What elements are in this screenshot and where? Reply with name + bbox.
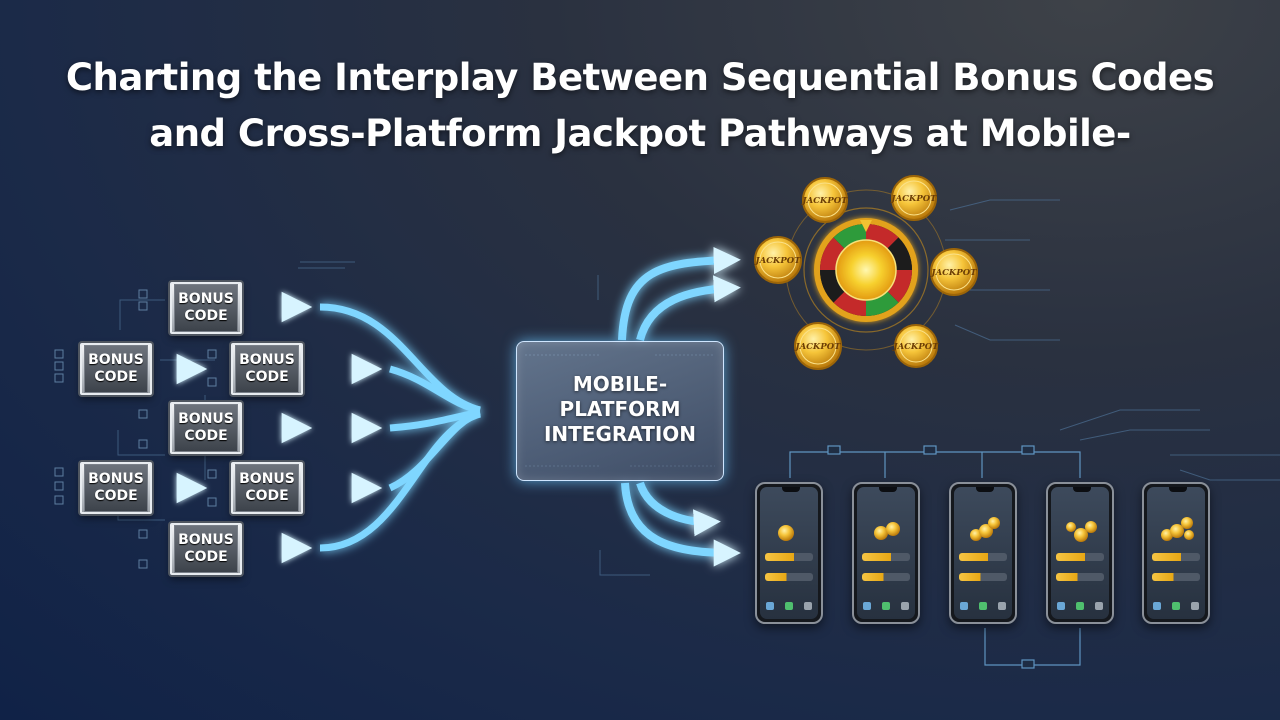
bonus-code-line1: BONUS (88, 352, 144, 368)
bonus-code-line2: CODE (184, 428, 228, 444)
flow-to-phones-1 (621, 482, 741, 567)
jackpot-coin-4: JACKPOT (930, 248, 978, 296)
coin-stack-icon (970, 517, 1000, 541)
title-line-2: and Cross-Platform Jackpot Pathways at M… (149, 112, 1131, 155)
integration-hub-label: MOBILE- PLATFORM INTEGRATION (517, 372, 723, 447)
bonus-code-line2: CODE (245, 369, 289, 385)
coin-stack-icon (1161, 517, 1194, 541)
phone-mockup (755, 482, 823, 624)
jackpot-cluster: JACKPOT JACKPOT JACKPOT JACKPOT JACKPOT … (754, 175, 978, 370)
jackpot-coin-label: JACKPOT (801, 196, 849, 206)
bonus-code-line1: BONUS (239, 352, 295, 368)
bonus-code-line1: BONUS (178, 532, 234, 548)
bonus-code-line1: BONUS (178, 291, 234, 307)
coin-stack-icon (874, 522, 900, 540)
flow-to-phones-2 (636, 481, 721, 537)
phone-mockup (1142, 482, 1210, 624)
phone-mockup (852, 482, 920, 624)
hub-line-2: PLATFORM (559, 397, 681, 421)
bonus-code-box: BONUS CODE (231, 462, 303, 514)
bonus-code-line2: CODE (94, 488, 138, 504)
title-line-1: Charting the Interplay Between Sequentia… (65, 56, 1215, 99)
jackpot-wheel (814, 218, 918, 322)
bonus-code-line1: BONUS (178, 411, 234, 427)
bonus-code-box: BONUS CODE (231, 343, 303, 395)
phone-mockup (949, 482, 1017, 624)
bonus-code-line1: BONUS (239, 471, 295, 487)
coin-stack-icon (778, 525, 794, 541)
hub-line-1: MOBILE- (572, 372, 668, 396)
jackpot-coin-label: JACKPOT (754, 256, 802, 266)
bonus-arrows (156, 291, 383, 564)
bonus-code-box: BONUS CODE (170, 402, 242, 454)
phone-mockup (1046, 482, 1114, 624)
phone-connector-lines (789, 445, 1081, 669)
jackpot-coin-label: JACKPOT (930, 268, 978, 278)
bonus-code-box: BONUS CODE (80, 462, 152, 514)
bonus-code-box: BONUS CODE (170, 523, 242, 575)
bonus-code-box: BONUS CODE (80, 343, 152, 395)
hub-line-3: INTEGRATION (543, 422, 697, 446)
bonus-code-line1: BONUS (88, 471, 144, 487)
bonus-code-line2: CODE (94, 369, 138, 385)
jackpot-coin-6: JACKPOT (892, 324, 940, 368)
jackpot-coin-1: JACKPOT (801, 177, 849, 223)
jackpot-coin-label: JACKPOT (892, 342, 940, 352)
diverging-flows (618, 246, 741, 567)
flow-to-jackpot-2 (636, 275, 741, 342)
flow-to-jackpot-1 (618, 246, 741, 341)
bonus-code-line2: CODE (245, 488, 289, 504)
bonus-code-line2: CODE (184, 308, 228, 324)
integration-hub-panel: MOBILE- PLATFORM INTEGRATION (516, 341, 724, 481)
page-title: Charting the Interplay Between Sequentia… (0, 50, 1280, 162)
bonus-code-line2: CODE (184, 549, 228, 565)
jackpot-coin-label: JACKPOT (890, 194, 938, 204)
jackpot-coin-5: JACKPOT (794, 322, 842, 370)
jackpot-coin-3: JACKPOT (754, 236, 802, 284)
jackpot-coin-2: JACKPOT (890, 175, 938, 221)
jackpot-coin-label: JACKPOT (794, 342, 842, 352)
coin-stack-icon (1066, 521, 1097, 542)
bonus-code-box: BONUS CODE (170, 282, 242, 334)
qr-decorations (54, 289, 217, 569)
